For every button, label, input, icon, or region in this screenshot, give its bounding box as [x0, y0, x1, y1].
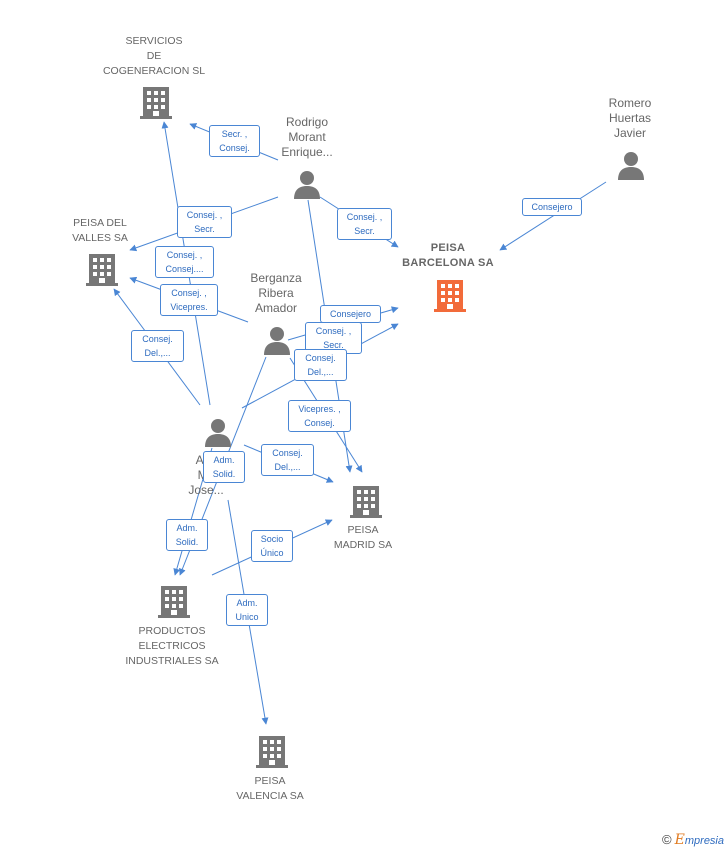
node-label-rodrigo[interactable]: Rodrigo Morant Enrique... — [281, 115, 333, 159]
building-icon-peisa-valles — [86, 254, 118, 286]
node-label-romero[interactable]: Romero Huertas Javier — [608, 96, 652, 140]
building-icon-peisa-valencia — [256, 736, 288, 768]
node-label-peisa-valles[interactable]: PEISA DEL VALLES SA — [72, 217, 128, 244]
edge-label-e2[interactable]: Consej. , Secr. — [177, 206, 232, 238]
edge-romero-barcelona — [499, 181, 607, 251]
building-icon-peisa-madrid — [350, 486, 382, 518]
edge-label-e7[interactable]: Consej. Del.,... — [131, 330, 184, 362]
building-icon-cogeneracion — [140, 87, 172, 119]
person-icon-rodrigo — [294, 171, 320, 199]
edge-label-e14[interactable]: Adm. Solid. — [166, 519, 208, 551]
edge-label-e15[interactable]: Socio Único — [251, 530, 293, 562]
edge-label-e4[interactable]: Consej. , Secr. — [337, 208, 392, 240]
edge-label-e10[interactable]: Consej. Del.,... — [294, 349, 347, 381]
empresia-brand: © Empresia — [662, 832, 724, 848]
edge-label-e13[interactable]: Adm. Solid. — [203, 451, 245, 483]
edge-label-e8[interactable]: Consejero — [320, 305, 381, 323]
edge-label-e5[interactable]: Consej. , Consej.... — [155, 246, 214, 278]
node-label-peisa-barcelona[interactable]: PEISA BARCELONA SA — [402, 242, 494, 269]
building-icon-productos — [158, 586, 190, 618]
copyright-symbol: © — [661, 832, 672, 847]
node-label-productos[interactable]: PRODUCTOS ELECTRICOS INDUSTRIALES SA — [125, 625, 219, 667]
edge-label-e12[interactable]: Consej. Del.,... — [261, 444, 314, 476]
node-label-berganza[interactable]: Berganza Ribera Amador — [250, 271, 302, 315]
person-icon-berganza — [264, 327, 290, 355]
node-label-peisa-madrid[interactable]: PEISA MADRID SA — [333, 524, 393, 551]
brand-initial: E — [674, 832, 685, 848]
building-icon-peisa-barcelona — [434, 280, 466, 312]
person-icon-romero — [618, 152, 644, 180]
brand-name: mpresia — [684, 835, 724, 847]
edge-label-e3[interactable]: Consejero — [522, 198, 582, 216]
edge-label-e6[interactable]: Consej. , Vicepres. — [160, 284, 218, 316]
person-icon-alm — [205, 419, 231, 447]
edge-label-e16[interactable]: Adm. Unico — [226, 594, 268, 626]
edge-label-e11[interactable]: Vicepres. , Consej. — [288, 400, 351, 432]
node-label-cogeneracion[interactable]: SERVICIOS DE COGENERACION SL — [102, 35, 206, 77]
edge-label-e1[interactable]: Secr. , Consej. — [209, 125, 260, 157]
node-label-peisa-valencia[interactable]: PEISA VALENCIA SA — [236, 775, 304, 802]
